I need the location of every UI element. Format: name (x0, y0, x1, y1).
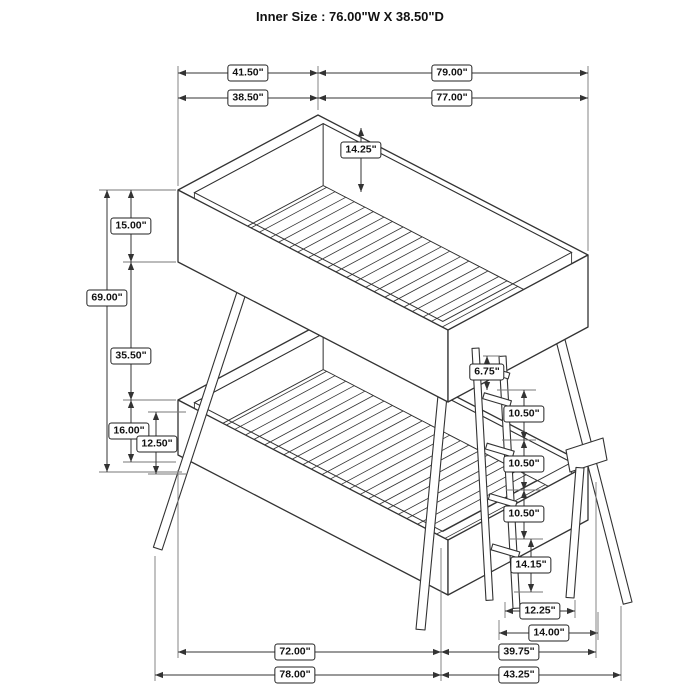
dim-ladder-width-inner: 12.25" (519, 602, 561, 620)
dim-top-rail-height: 15.00" (110, 217, 152, 235)
bunk-bed-drawing (152, 114, 633, 631)
dim-ladder-rung-2: 10.50" (503, 455, 545, 473)
dim-ladder-top-gap: 6.75" (469, 363, 505, 381)
dim-top-outer-length: 79.00" (431, 64, 473, 82)
dim-top-inner-length: 77.00" (431, 89, 473, 107)
diagram-title: Inner Size : 76.00"W X 38.50"D (256, 9, 444, 24)
dim-top-outer-depth: 41.50" (227, 64, 269, 82)
dim-top-inner-depth: 38.50" (227, 89, 269, 107)
dim-ladder-width-outer: 14.00" (528, 624, 570, 642)
dim-ladder-bottom: 14.15" (510, 556, 552, 574)
dim-overall-height: 69.00" (86, 289, 128, 307)
dim-bottom-depth-outer: 43.25" (498, 666, 540, 684)
dim-bunk-gap: 35.50" (110, 347, 152, 365)
dim-ladder-rung-3: 10.50" (503, 505, 545, 523)
dim-bottom-inner-rail: 12.50" (136, 435, 178, 453)
dim-bottom-depth-inner: 39.75" (498, 643, 540, 661)
dim-top-rail-to-slat: 14.25" (340, 141, 382, 159)
dim-bottom-inner-length: 72.00" (274, 643, 316, 661)
dim-ladder-rung-1: 10.50" (503, 405, 545, 423)
dim-bottom-outer-length: 78.00" (274, 666, 316, 684)
